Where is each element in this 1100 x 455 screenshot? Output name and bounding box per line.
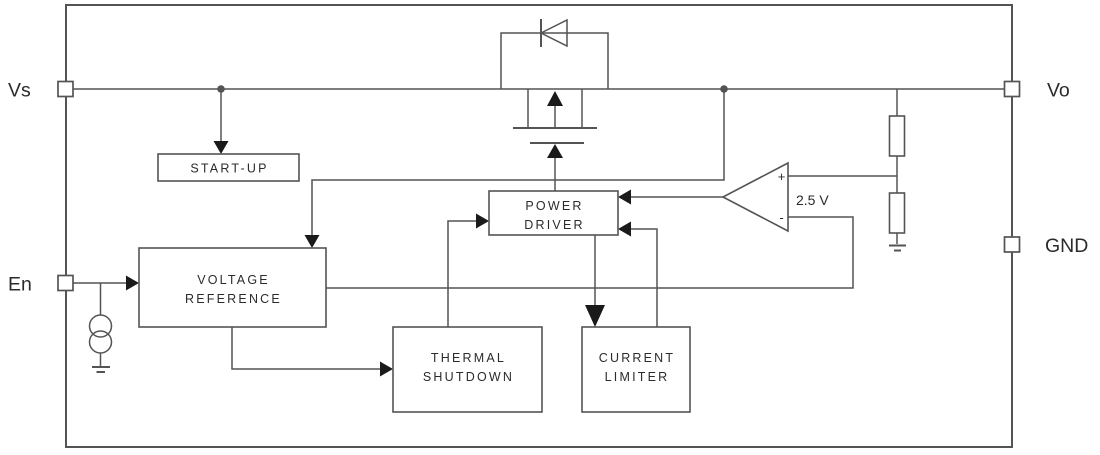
ic-boundary [65, 4, 1013, 448]
junction-dot [217, 85, 225, 93]
pass-transistor-mosfet [513, 89, 597, 191]
voltage-reference-label-line1: VOLTAGE [197, 273, 270, 287]
arrow-into-thermal [380, 361, 393, 377]
vs-terminal [57, 80, 74, 98]
vo-pin-label: Vo [1047, 80, 1070, 102]
divider-resistor-bottom [888, 192, 906, 234]
arrow-into-limiter [585, 305, 605, 327]
gnd-pin-label: GND [1045, 235, 1088, 257]
arrow-into-driver-right-bottom [618, 221, 631, 237]
diode-triangle [539, 18, 568, 48]
en-pin-label: En [8, 274, 32, 296]
voltage-reference-label-line2: REFERENCE [185, 292, 282, 306]
error-amplifier-triangle [721, 161, 789, 233]
power-driver-label-line2: DRIVER [524, 218, 584, 232]
power-driver-block: POWER DRIVER [488, 190, 619, 236]
error-amplifier: + - 2.5 V [721, 161, 829, 233]
startup-block: START-UP [157, 153, 300, 182]
pin-vs: Vs [8, 80, 74, 102]
vs-pin-label: Vs [8, 80, 31, 102]
current-source-circle [88, 330, 113, 354]
reference-voltage-label: 2.5 V [796, 192, 829, 208]
limiter-to-driver-wire [631, 228, 658, 327]
vref-to-thermal-wire [231, 327, 380, 370]
gate-drive-arrow [547, 144, 563, 158]
mosfet-bulk-arrow [547, 91, 563, 106]
junction-dot [720, 85, 728, 93]
power-driver-label-line1: POWER [525, 199, 583, 213]
voltage-reference-block: VOLTAGE REFERENCE [138, 247, 327, 328]
vref-to-amp-wire [326, 216, 854, 289]
pin-en: En [8, 274, 74, 296]
arrow-into-startup [213, 141, 229, 154]
feedback-divider [888, 89, 906, 252]
current-source-circle [88, 314, 113, 338]
arrow-into-vref-top [304, 235, 320, 248]
noninverting-input-sign: + [778, 169, 786, 184]
current-limiter-block: CURRENT LIMITER [581, 326, 691, 413]
wires [73, 88, 1005, 370]
arrow-into-vref-left [126, 275, 139, 291]
arrowheads [126, 141, 631, 377]
en-terminal [57, 274, 74, 292]
current-limiter-label-line2: LIMITER [605, 370, 670, 384]
arrow-into-driver-left [476, 213, 489, 229]
vo-feedback-wire [311, 89, 725, 235]
pin-vo: Vo [1003, 80, 1070, 102]
divider-resistor-top [888, 115, 906, 157]
current-limiter-label-line1: CURRENT [599, 351, 676, 365]
thermal-shutdown-block: THERMAL SHUTDOWN [392, 326, 543, 413]
thermal-shutdown-label-line2: SHUTDOWN [423, 370, 514, 384]
enable-current-source [88, 283, 113, 373]
gnd-terminal [1003, 236, 1021, 253]
ground-symbol [889, 244, 906, 252]
thermal-shutdown-label-line1: THERMAL [431, 351, 506, 365]
body-diode [500, 18, 609, 89]
inverting-input-sign: - [779, 210, 783, 225]
ground-symbol [92, 366, 110, 373]
vo-terminal [1003, 80, 1021, 98]
thermal-to-driver-wire [447, 220, 476, 327]
startup-label: START-UP [190, 162, 268, 176]
pin-gnd: GND [1003, 235, 1088, 257]
arrow-into-driver-right-top [618, 189, 631, 205]
